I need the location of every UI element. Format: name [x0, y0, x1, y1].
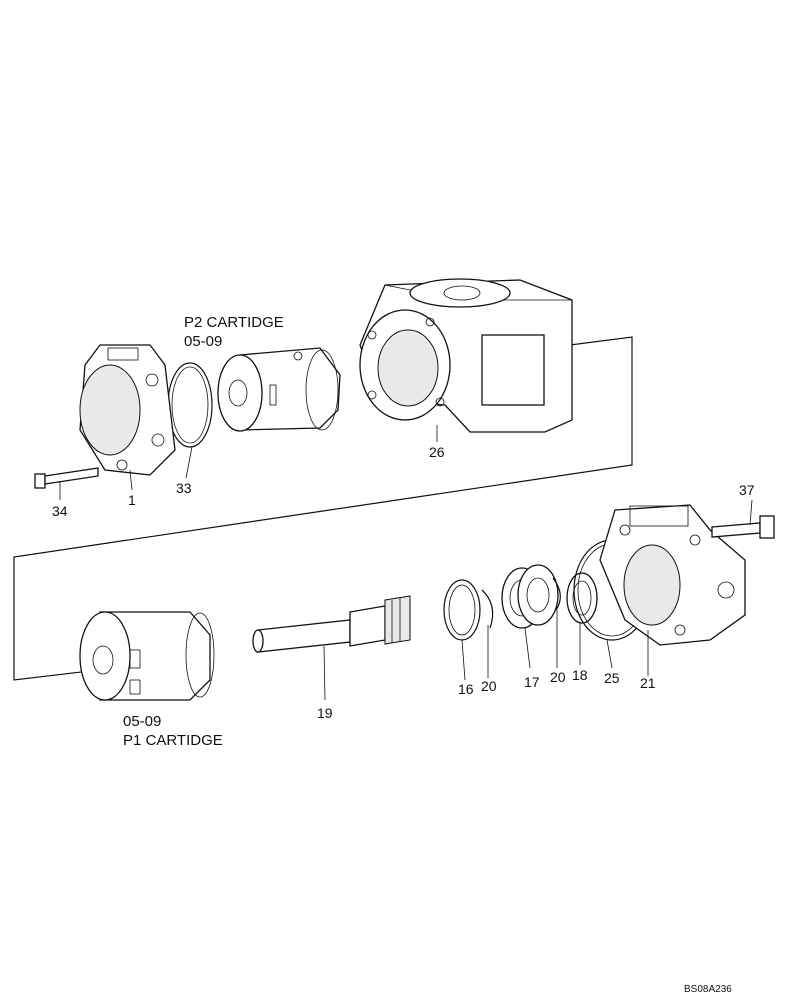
bolt-part-37: [711, 515, 775, 539]
p2-cartridge: [217, 347, 341, 432]
cover-part-1: [79, 344, 176, 476]
callout-17: 17: [524, 674, 540, 690]
callout-20-a: 20: [481, 678, 497, 694]
flange-housing-part-21: [599, 504, 746, 646]
pump-housing-part-26: [359, 278, 573, 433]
callout-33: 33: [176, 480, 192, 496]
p1-cartridge-label: P1 CARTIDGE: [123, 732, 223, 749]
retaining-ring-part-20b: [552, 577, 561, 611]
p1-cartridge-ref: 05-09: [123, 713, 161, 730]
shaft-part-19: [252, 595, 411, 653]
p2-cartridge-label: P2 CARTIDGE: [184, 314, 284, 331]
callout-18: 18: [572, 667, 588, 683]
p1-cartridge: [79, 611, 215, 701]
callout-25: 25: [604, 670, 620, 686]
bolt-part-34: [34, 467, 99, 489]
callout-21: 21: [640, 675, 656, 691]
callout-1: 1: [128, 492, 136, 508]
callout-16: 16: [458, 681, 474, 697]
leader-lines: [59, 425, 753, 701]
callout-20-b: 20: [550, 669, 566, 685]
seal-part-18: [566, 572, 598, 624]
callout-34: 34: [52, 503, 68, 519]
callout-19: 19: [317, 705, 333, 721]
callout-26: 26: [429, 444, 445, 460]
drawing-code: BS08A236: [684, 984, 732, 995]
p2-cartridge-ref: 05-09: [184, 333, 222, 350]
assembly-frame-lines: [13, 336, 633, 681]
bearing-part-17: [501, 564, 559, 629]
callout-37: 37: [739, 482, 755, 498]
o-ring-part-33: [167, 362, 213, 448]
snap-ring-part-16: [443, 579, 481, 641]
retaining-ring-part-20a: [481, 589, 494, 629]
